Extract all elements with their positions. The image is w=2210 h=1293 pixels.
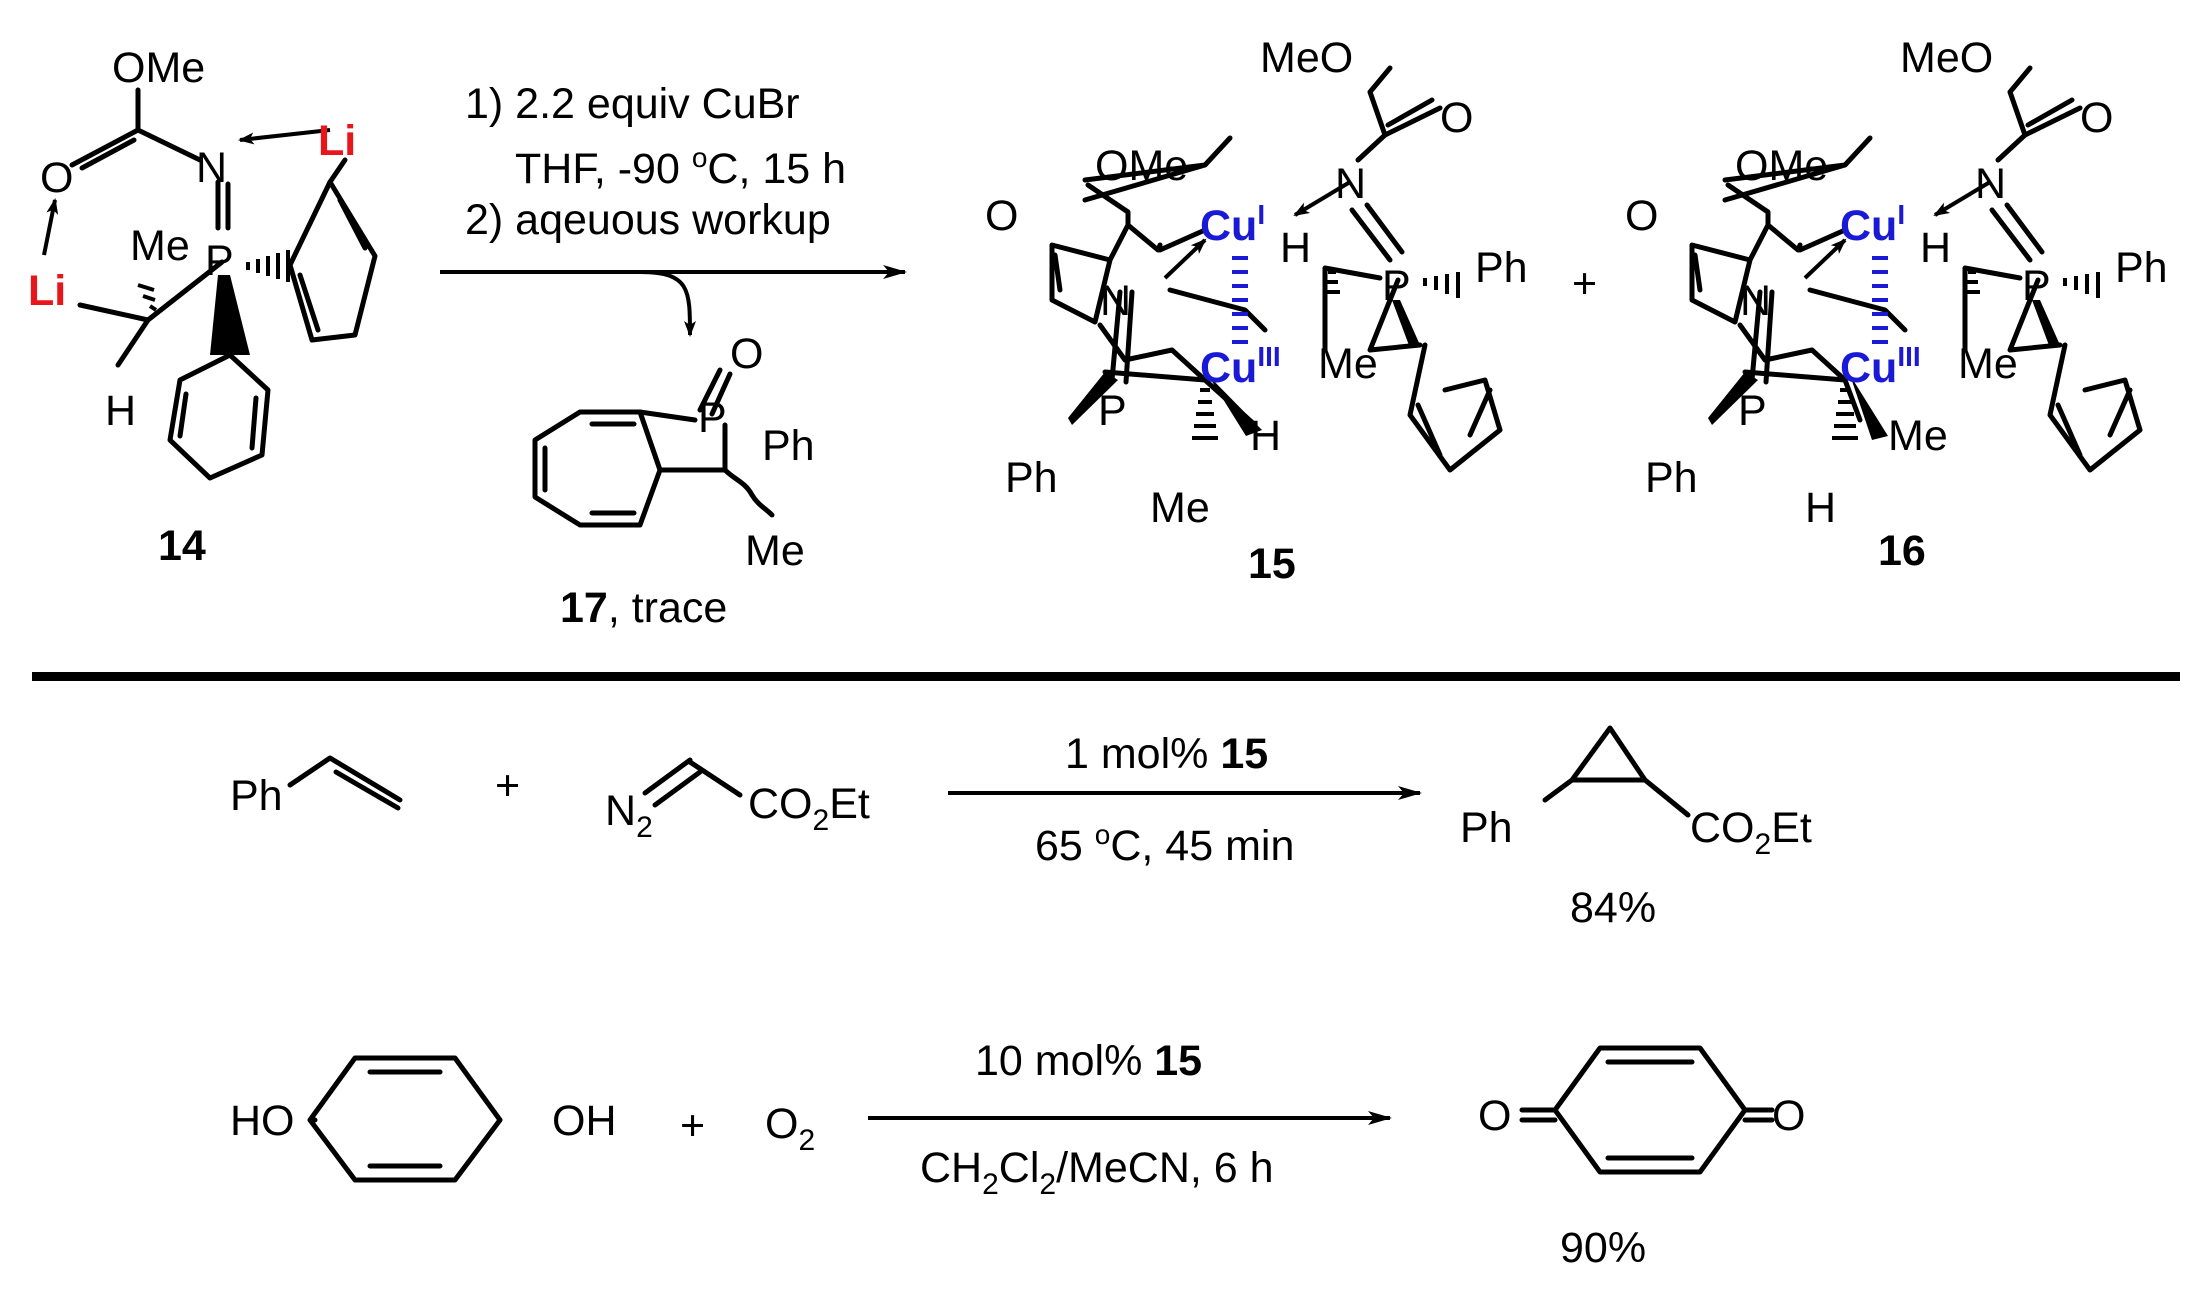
diazo-n2-label: N2 [605,787,653,844]
n-py-label-16: N [1740,277,1771,325]
compound-number-14: 14 [158,522,206,570]
cu3-label-16: CuIII [1840,341,1921,392]
yield-r2: 90% [1560,1224,1646,1272]
ph-right-label-16: Ph [2115,244,2168,292]
meo-label-15: MeO [1260,34,1353,82]
complex-16: MeO O N OMe O N CuI CuIII H P Ph Me P Ph… [1625,34,2168,575]
p-right-label-15: P [1382,262,1411,310]
yield-r1: 84% [1570,884,1656,932]
top-conditions: 1) 2.2 equiv CuBr THF, -90 oC, 15 h 2) a… [440,80,907,337]
li-label-left: Li [28,267,66,315]
cyclopropane-co2et-label: CO2Et [1690,804,1812,861]
ome-label-14: OMe [112,44,205,92]
solvent-label-r2: CH2Cl2/MeCN, 6 h [920,1144,1274,1201]
reaction-1: Ph + N2 CO2Et 1 mol% 15 65 oC, 45 min Ph… [230,725,1812,932]
compound-17: O P Ph Me 17, trace [532,330,815,632]
cyclopropane-ring [1542,725,1691,818]
o-label-17: O [730,330,763,378]
me-label-17: Me [745,527,805,575]
compound-14: OMe O N Li P Li Me H 14 [28,44,378,570]
hydroquinone-oh-label: OH [552,1097,617,1145]
cyclopropane-ph-label: Ph [1460,804,1513,852]
styrene-vinyl [287,755,403,811]
ph-left-label-16: Ph [1645,454,1698,502]
byproduct-arrow [639,270,696,337]
compound-17-caption: 17, trace [560,584,727,632]
me-low-label-15: Me [1150,484,1210,532]
o-left-label-15: O [985,192,1018,240]
ome-left-label-15: OMe [1095,142,1188,190]
compound-number-15: 15 [1248,540,1296,588]
styrene-ph-label: Ph [230,772,283,820]
hydroquinone-ho-label: HO [230,1097,295,1145]
o-top-label-15: O [1440,94,1473,142]
cu3-label-15: CuIII [1200,341,1281,392]
me-label-14: Me [130,222,190,270]
catalyst-label-r1: 1 mol% 15 [1065,730,1268,778]
me-low-label-16: Me [1888,412,1948,460]
plus-sign-r1: + [495,762,520,810]
condition-step1-line1: 1) 2.2 equiv CuBr [465,80,800,128]
p-right-label-16: P [2022,262,2051,310]
n-py-label-15: N [1100,277,1131,325]
n-right-label-16: N [1975,160,2006,208]
catalyst-label-r2: 10 mol% 15 [975,1037,1202,1085]
h-label-14: H [105,387,136,435]
reaction-2: HO OH + O2 10 mol% 15 CH2Cl2/MeCN, 6 h O… [230,1037,1805,1272]
n-label-14: N [196,144,227,192]
h-top-label-16: H [1920,224,1951,272]
condition-step2: 2) aqeuous workup [465,196,831,244]
ome-left-label-16: OMe [1735,142,1828,190]
compound-number-16: 16 [1878,527,1926,575]
ph-left-label-15: Ph [1005,454,1058,502]
h-top-label-15: H [1280,224,1311,272]
complex-15: MeO O N OMe O N CuI CuIII H P Ph Me P Ph… [985,34,1528,588]
plus-sign-top: + [1572,260,1597,308]
n-right-label-15: N [1335,160,1366,208]
hydroquinone-ring [307,1055,503,1183]
ph-label-17: Ph [762,422,815,470]
cu1-label-15: CuI [1200,199,1265,250]
benzoquinone-ring [1519,1045,1775,1175]
o-left-label-16: O [1625,192,1658,240]
condition-step1-line2: THF, -90 oC, 15 h [515,142,846,193]
me-mid-label-15: Me [1318,340,1378,388]
o-top-label-16: O [2080,94,2113,142]
p-left-label-15: P [1098,387,1127,435]
p-label-17: P [698,394,727,442]
o-label-14: O [40,154,73,202]
meo-label-16: MeO [1900,34,1993,82]
diazo-co2et-label: CO2Et [748,780,870,837]
p-left-label-16: P [1738,387,1767,435]
h-low-label-16: H [1805,484,1836,532]
h-low-label-15: H [1250,412,1281,460]
me-mid-label-16: Me [1958,340,2018,388]
conditions-label-r1: 65 oC, 45 min [1035,819,1294,870]
section-divider [32,672,2180,681]
oxygen-label: O2 [765,1100,815,1157]
benzoquinone-o-left: O [1478,1092,1511,1140]
li-label-top: Li [318,117,356,165]
diazo-bonds [642,757,743,808]
benzoquinone-o-right: O [1772,1092,1805,1140]
p-label-14: P [205,237,234,285]
plus-sign-r2: + [680,1102,705,1150]
cu1-label-16: CuI [1840,199,1905,250]
ph-right-label-15: Ph [1475,244,1528,292]
